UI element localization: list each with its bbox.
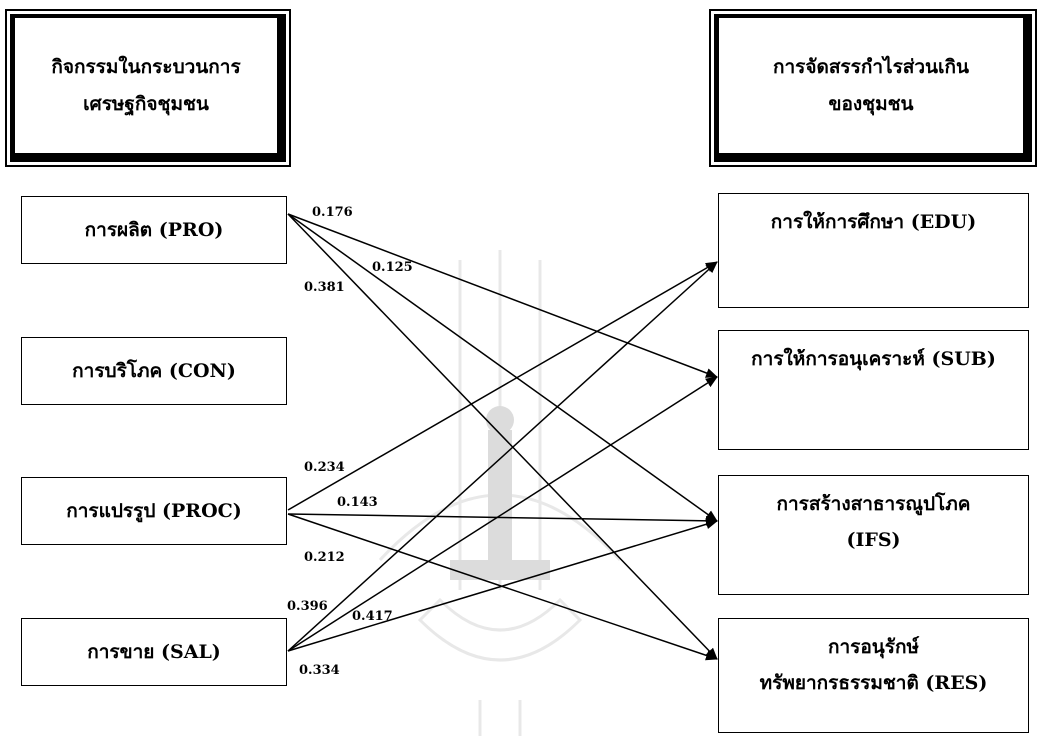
node-sal-label: การขาย (SAL)	[87, 640, 221, 663]
node-con-label: การบริโภค (CON)	[72, 359, 236, 382]
left-header-line2: เศรษฐกิจชุมชน	[83, 92, 209, 115]
coef-proc-res: 0.212	[304, 550, 345, 565]
left-header-box: กิจกรรมในกระบวนการ เศรษฐกิจชุมชน	[5, 9, 291, 167]
coef-pro-ifs: 0.125	[372, 260, 413, 275]
arrow-pro-sub	[287, 213, 718, 378]
right-header-box: การจัดสรรกำไรส่วนเกิน ของชุมชน	[709, 9, 1037, 167]
arrow-pro-ifs	[287, 213, 718, 522]
node-sub: การให้การอนุเคราะห์ (SUB)	[718, 330, 1029, 450]
right-header-line2: ของชุมชน	[828, 92, 914, 115]
coef-pro-res: 0.381	[304, 280, 345, 295]
node-sub-label: การให้การอนุเคราะห์ (SUB)	[751, 348, 996, 370]
left-header-line1: กิจกรรมในกระบวนการ	[51, 56, 241, 79]
coef-sal-sub: 0.417	[352, 609, 393, 624]
node-ifs-label-line1: การสร้างสาธารณูปโภค	[776, 493, 971, 515]
node-res-label-line2: ทรัพยากรธรรมชาติ (RES)	[759, 672, 988, 695]
arrow-sal-sub	[287, 376, 718, 652]
coef-proc-ifs: 0.143	[337, 495, 378, 510]
node-pro: การผลิต (PRO)	[21, 196, 287, 264]
node-ifs-label-line2: (IFS)	[846, 529, 901, 552]
arrow-proc-ifs	[287, 513, 718, 526]
arrow-sal-ifs	[287, 519, 718, 652]
node-ifs: การสร้างสาธารณูปโภค (IFS)	[718, 475, 1029, 595]
arrow-pro-res	[287, 213, 718, 660]
right-header-line1: การจัดสรรกำไรส่วนเกิน	[772, 56, 970, 79]
arrow-sal-edu	[287, 261, 718, 652]
node-proc: การแปรรูป (PROC)	[21, 477, 287, 545]
coef-pro-sub: 0.176	[312, 205, 353, 220]
coef-sal-edu: 0.396	[287, 599, 328, 614]
node-con: การบริโภค (CON)	[21, 337, 287, 405]
node-sal: การขาย (SAL)	[21, 618, 287, 686]
node-res-label-line1: การอนุรักษ์	[827, 636, 919, 658]
node-res: การอนุรักษ์ ทรัพยากรธรรมชาติ (RES)	[718, 618, 1029, 733]
node-edu-label: การให้การศึกษา (EDU)	[770, 211, 977, 233]
coef-proc-edu: 0.234	[304, 460, 345, 475]
node-proc-label: การแปรรูป (PROC)	[66, 499, 242, 522]
node-pro-label: การผลิต (PRO)	[84, 218, 224, 241]
node-edu: การให้การศึกษา (EDU)	[718, 193, 1029, 308]
coef-sal-ifs: 0.334	[299, 663, 340, 678]
arrow-proc-edu	[287, 261, 718, 511]
